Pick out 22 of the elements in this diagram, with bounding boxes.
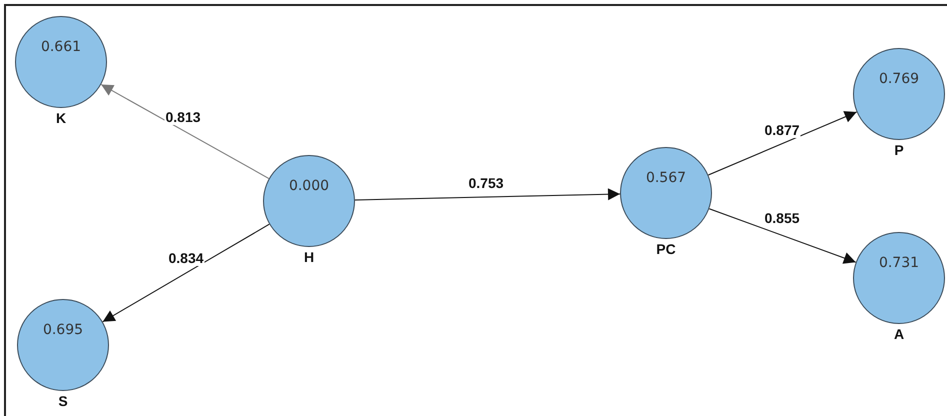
arrow xyxy=(354,188,620,200)
node-name: K xyxy=(56,110,66,126)
node-name: P xyxy=(894,142,904,158)
node-name: PC xyxy=(656,241,676,257)
value-text: 0.731 xyxy=(878,255,920,271)
edge-label: 0.813 xyxy=(164,109,202,125)
value-text: 0.567 xyxy=(646,170,686,186)
value-text: 0.000 xyxy=(288,178,330,194)
edge-label: 0.753 xyxy=(467,175,505,191)
value-text: 0.769 xyxy=(878,71,920,87)
arrow xyxy=(100,84,270,179)
value-text: 0.695 xyxy=(42,322,84,338)
node-name: S xyxy=(58,393,68,409)
node-name: A xyxy=(894,326,904,342)
arrow xyxy=(708,208,856,264)
value-text: 0.661 xyxy=(40,39,82,55)
edge-label: 0.877 xyxy=(763,122,801,138)
edge-label: 0.834 xyxy=(167,250,205,266)
arrow xyxy=(708,111,858,176)
edge-label: 0.855 xyxy=(763,210,801,226)
node-name: H xyxy=(304,249,314,265)
arrow xyxy=(102,224,270,322)
